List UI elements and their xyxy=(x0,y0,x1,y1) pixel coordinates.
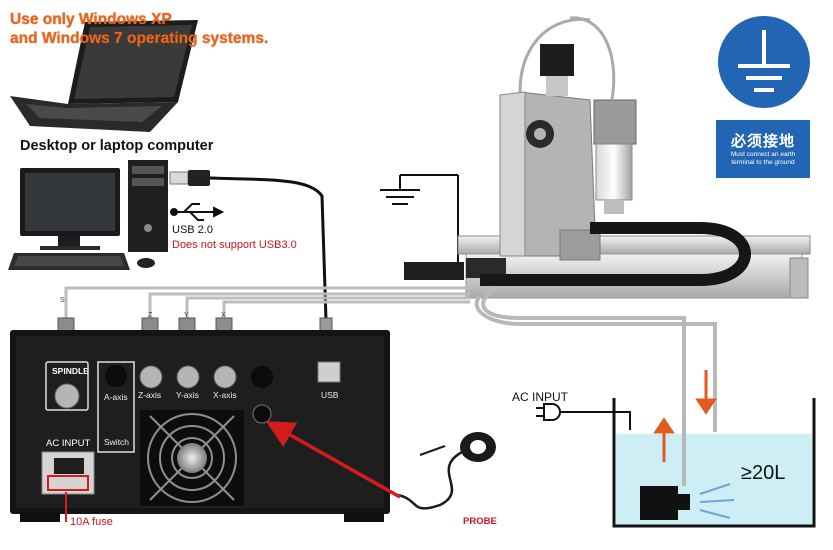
pump-power-plug-icon xyxy=(536,403,631,430)
z-axis-port-label: Z-axis xyxy=(138,390,162,400)
earth-ground-icon xyxy=(718,16,810,108)
usb-symbol-icon xyxy=(170,203,225,221)
spindle-port-label: SPINDLE xyxy=(52,366,89,376)
mouse xyxy=(137,258,155,268)
fuse-label: 10A fuse xyxy=(70,516,113,528)
computer-label: Desktop or laptop computer xyxy=(20,138,214,154)
probe-label: PROBE xyxy=(463,516,497,527)
os-warning-line1: Use only Windows XP xyxy=(10,11,172,28)
cable-label-z: Z xyxy=(148,312,153,319)
os-warning: Use only Windows XP and Windows 7 operat… xyxy=(10,10,268,48)
water-tank xyxy=(612,398,816,528)
switch-label: Switch xyxy=(104,437,130,447)
desktop-monitor xyxy=(20,168,120,250)
keyboard xyxy=(8,253,130,270)
axis-cables xyxy=(64,286,470,330)
ground-badge-title: 必须接地 xyxy=(730,133,795,150)
usb-cable xyxy=(209,176,328,321)
cable-label-s: S xyxy=(60,297,65,304)
a-axis-port-label: A-axis xyxy=(104,392,128,402)
usb-version-label: USB 2.0 xyxy=(172,224,213,236)
usb-plug xyxy=(169,170,210,186)
tank-volume-label: ≥20L xyxy=(741,462,786,484)
y-axis-port-label: Y-axis xyxy=(176,390,199,400)
pump-ac-input-label: AC INPUT xyxy=(512,390,569,404)
x-axis-port-label: X-axis xyxy=(213,390,237,400)
cnc-machine xyxy=(404,16,811,299)
ground-badge-sub2: terminal to the ground xyxy=(731,159,795,166)
usb-port-label: USB xyxy=(321,390,339,400)
ground-badge: 必须接地 Must connect an earth terminal to t… xyxy=(716,120,810,178)
cable-label-y: Y xyxy=(184,312,189,319)
flow-arrows xyxy=(653,370,717,462)
probe xyxy=(397,432,496,510)
ground-symbol-icon xyxy=(380,174,459,262)
coolant-pipes xyxy=(474,286,717,486)
controller-ac-input-label: AC INPUT xyxy=(46,438,91,449)
usb3-warning: Does not support USB3.0 xyxy=(172,239,297,251)
laptop xyxy=(10,20,198,132)
os-warning-line2: and Windows 7 operating systems. xyxy=(10,30,269,47)
desktop-tower xyxy=(128,160,168,252)
intake-flow-icon xyxy=(699,483,735,519)
cable-label-x: X xyxy=(221,312,226,319)
ground-badge-sub1: Must connect an earth xyxy=(730,151,796,158)
controller-box xyxy=(10,330,390,522)
probe-arrow xyxy=(265,421,401,499)
